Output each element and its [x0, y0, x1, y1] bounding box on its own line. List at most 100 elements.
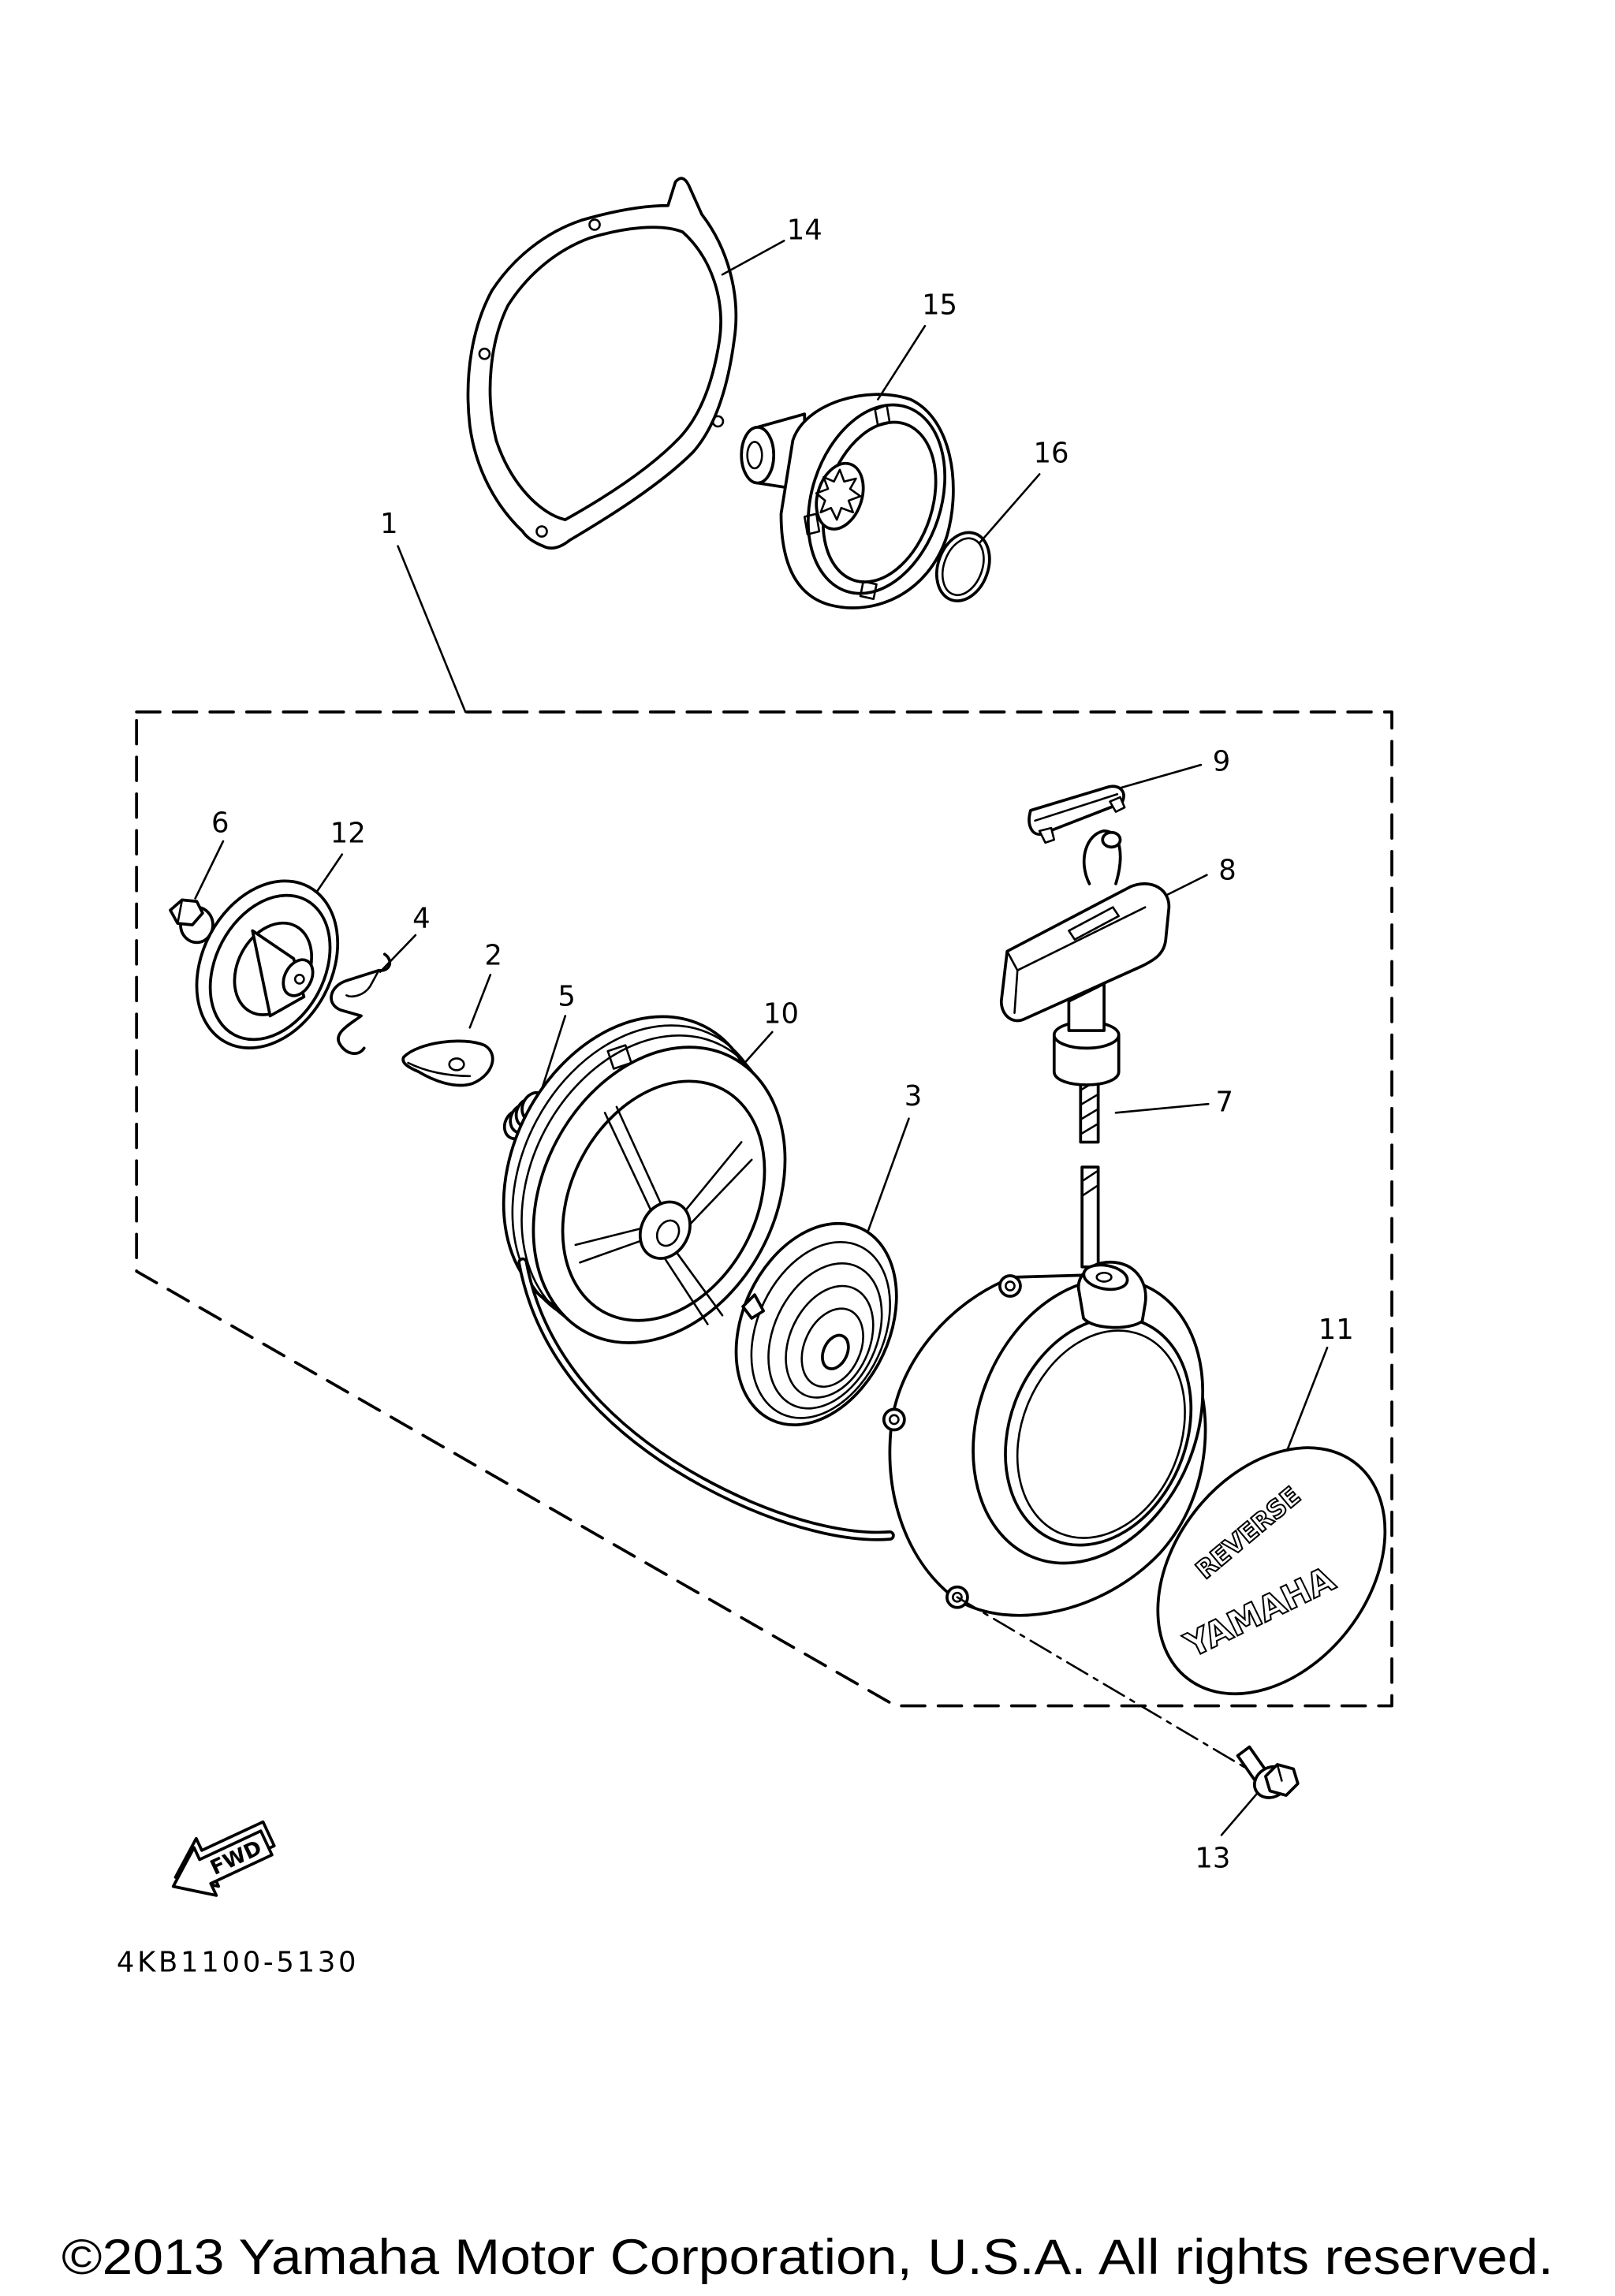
drive-cup-shaft-bore: [746, 441, 763, 470]
leader-line-7: [1114, 1102, 1210, 1114]
bolt-alignment-line: [956, 1596, 1247, 1769]
callout-5: 5: [558, 980, 576, 1012]
starter-case-lug-hole: [1005, 1280, 1016, 1292]
drive-cup-notch: [874, 404, 891, 427]
leader-line-8: [1158, 874, 1208, 900]
callout-6: 6: [211, 807, 229, 840]
gasket-bolt-hole: [588, 218, 601, 231]
gasket-bolt-hole: [478, 347, 491, 360]
wire-clip-part: [330, 952, 392, 1055]
spiral-spring-coil: [750, 1241, 891, 1419]
gasket-bolt-hole: [535, 525, 548, 538]
reel-hub-bore: [655, 1219, 681, 1247]
leader-line-9: [1117, 763, 1203, 790]
reel-spokes: [574, 1105, 753, 1325]
leader-line-4: [379, 934, 417, 973]
starter-case-lug: [882, 1407, 906, 1432]
rope-core: [520, 1260, 893, 1538]
spiral-spring-coil: [800, 1307, 864, 1388]
diagram-part-code: 4KB1100-5130: [117, 1946, 359, 1978]
handle-grip-top-face: [1005, 906, 1147, 1015]
callout-13: 13: [1195, 1842, 1230, 1874]
drive-plate-cone-tip: [282, 958, 315, 997]
starter-case-window-inner: [1016, 1329, 1186, 1539]
callout-labels: 1 2 3 4 5 6 7 8 9 10 11 12 13 14 15 16: [211, 214, 1354, 1875]
spiral-spring-part: [734, 1221, 898, 1426]
handle-cap-part: [1028, 785, 1126, 844]
starter-case-rope-guide-top: [1082, 1263, 1129, 1292]
leader-line-3: [865, 1117, 910, 1238]
handle-rope-loop: [1082, 829, 1122, 885]
starter-handle-part: [999, 829, 1171, 1086]
gasket-inner-edge: [488, 226, 722, 522]
copyright-notice: ©2013 Yamaha Motor Corporation, U.S.A. A…: [62, 2230, 1553, 2285]
emblem-plate: [1156, 1446, 1387, 1696]
callout-11: 11: [1318, 1314, 1354, 1346]
gasket-part: [466, 177, 738, 550]
spiral-spring-tab: [741, 1293, 766, 1320]
drive-plate-ring: [208, 893, 332, 1042]
spiral-spring-coil: [785, 1284, 875, 1399]
gasket-bolt-hole: [711, 415, 725, 428]
reel-hub: [638, 1200, 692, 1260]
spiral-spring-coil: [767, 1262, 883, 1410]
pawl-part: [401, 1039, 494, 1087]
bolt-hex-edge: [1276, 1763, 1283, 1782]
reel-inner-face: [561, 1079, 766, 1322]
starter-case-rope-hole: [1095, 1271, 1113, 1283]
drive-cup-notch: [859, 580, 878, 600]
callout-14: 14: [787, 214, 822, 247]
handle-grip: [999, 882, 1171, 1023]
o-ring-part: [935, 531, 991, 602]
nut-part: [169, 898, 214, 945]
pawl: [401, 1039, 494, 1087]
pawl-edge: [407, 1061, 472, 1078]
reel-notch: [606, 1044, 632, 1070]
callout-16: 16: [1034, 438, 1069, 470]
leader-line-13: [1220, 1792, 1259, 1836]
starter-case-lug-hole: [888, 1414, 900, 1426]
leader-line-14: [721, 240, 785, 276]
rope-reel-part: [502, 1015, 787, 1344]
callout-2: 2: [484, 939, 502, 971]
drive-plate-part: [195, 879, 340, 1050]
callout-8: 8: [1218, 854, 1236, 886]
rope-segment-part: [1079, 1074, 1100, 1269]
drive-cup-ratchet-teeth: [815, 468, 862, 521]
leader-line-11: [1279, 1346, 1329, 1470]
starter-case-lug-hole: [952, 1591, 963, 1603]
callout-7: 7: [1216, 1086, 1234, 1118]
fwd-arrow-shape: [171, 1829, 274, 1897]
drive-cup-part: [740, 393, 955, 609]
callout-15: 15: [922, 289, 957, 321]
drive-cup-notch: [803, 512, 821, 536]
emblem-part: REVERSE YAMAHA: [1156, 1446, 1387, 1696]
o-ring-outer: [935, 531, 991, 602]
callout-10: 10: [763, 998, 799, 1031]
drive-cup-rim: [806, 403, 947, 595]
leader-line-6: [194, 840, 225, 900]
leader-line-5: [540, 1015, 567, 1090]
fwd-arrow-icon: FWD: [171, 1820, 276, 1897]
wire-clip-strand: [345, 969, 380, 998]
o-ring-inner: [941, 537, 985, 596]
starter-case-part: [882, 1260, 1207, 1617]
rope-hatch: [1082, 1170, 1098, 1196]
callout-12: 12: [330, 818, 366, 850]
leader-line-16: [978, 473, 1041, 545]
callout-1: 1: [380, 508, 398, 540]
leader-line-1: [397, 545, 467, 714]
assembly-dashed-boundary: [135, 710, 1393, 1708]
drive-plate-hole: [293, 974, 305, 985]
callout-3: 3: [904, 1080, 923, 1113]
bolt-part: [1236, 1745, 1300, 1799]
spiral-spring-center: [821, 1333, 850, 1370]
rope-segment-lower: [1080, 1165, 1100, 1269]
nut-edge: [176, 899, 184, 925]
leader-lines: [194, 240, 1329, 1836]
starter-rope: [517, 1257, 895, 1541]
handle-grip-slot: [1068, 906, 1121, 941]
handle-cap-tab: [1109, 796, 1126, 813]
